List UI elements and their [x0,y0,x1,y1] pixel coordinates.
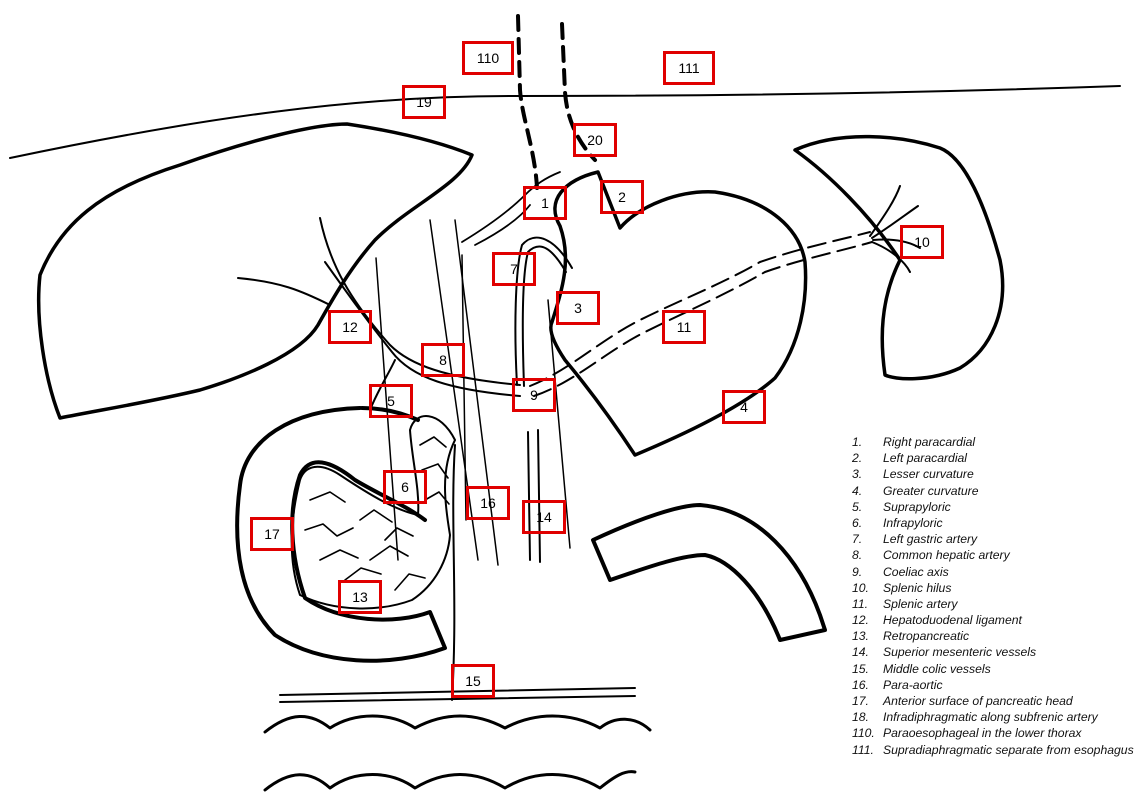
colon-bottom [265,772,635,790]
station-box-4: 4 [722,390,766,424]
legend-item: 7.Left gastric artery [852,531,1134,547]
station-box-2: 2 [600,180,644,214]
legend-item: 1.Right paracardial [852,434,1134,450]
station-box-11: 11 [662,310,706,344]
station-box-16: 16 [466,486,510,520]
station-box-8: 8 [421,343,465,377]
legend-item: 13.Retropancreatic [852,628,1134,644]
station-box-111: 111 [663,51,715,85]
station-box-15: 15 [451,664,495,698]
legend-item: 14.Superior mesenteric vessels [852,644,1134,660]
station-box-110: 110 [462,41,514,75]
legend-item: 110.Paraoesophageal in the lower thorax [852,725,1134,741]
station-box-20: 20 [573,123,617,157]
legend-item: 3.Lesser curvature [852,466,1134,482]
station-box-3: 3 [556,291,600,325]
station-box-9: 9 [512,378,556,412]
legend-item: 15.Middle colic vessels [852,661,1134,677]
station-box-5: 5 [369,384,413,418]
station-box-14: 14 [522,500,566,534]
hepatic-branch [238,278,330,305]
legend-item: 11.Splenic artery [852,596,1134,612]
legend-list: 1.Right paracardial 2.Left paracardial 3… [852,434,1134,758]
middle-colic [452,445,455,700]
legend-item: 5.Suprapyloric [852,499,1134,515]
station-box-19: 19 [402,85,446,119]
jejunum-loop [593,505,825,640]
station-box-6: 6 [383,470,427,504]
station-box-7: 7 [492,252,536,286]
esophagus-left-wall [518,16,537,188]
hepatic-artery-upper [320,218,520,385]
legend-item: 9.Coeliac axis [852,564,1134,580]
station-box-1: 1 [523,186,567,220]
legend-item: 4.Greater curvature [852,483,1134,499]
station-box-13: 13 [338,580,382,614]
legend-item: 111.Supradiaphragmatic separate from eso… [852,742,1134,758]
colon-haustra [265,716,650,732]
station-box-12: 12 [328,310,372,344]
legend-item: 8.Common hepatic artery [852,547,1134,563]
legend-item: 10.Splenic hilus [852,580,1134,596]
station-box-10: 10 [900,225,944,259]
legend-item: 12.Hepatoduodenal ligament [852,612,1134,628]
legend-item: 18.Infradiphragmatic along subfrenic art… [852,709,1134,725]
legend-item: 6.Infrapyloric [852,515,1134,531]
legend-item: 16.Para-aortic [852,677,1134,693]
legend-item: 2.Left paracardial [852,450,1134,466]
liver [39,124,472,418]
sm-vessel-2 [538,430,540,562]
station-box-17: 17 [250,517,294,551]
pancreas-lobules [305,437,449,590]
legend-item: 17.Anterior surface of pancreatic head [852,693,1134,709]
sm-vessel-1 [528,432,530,560]
